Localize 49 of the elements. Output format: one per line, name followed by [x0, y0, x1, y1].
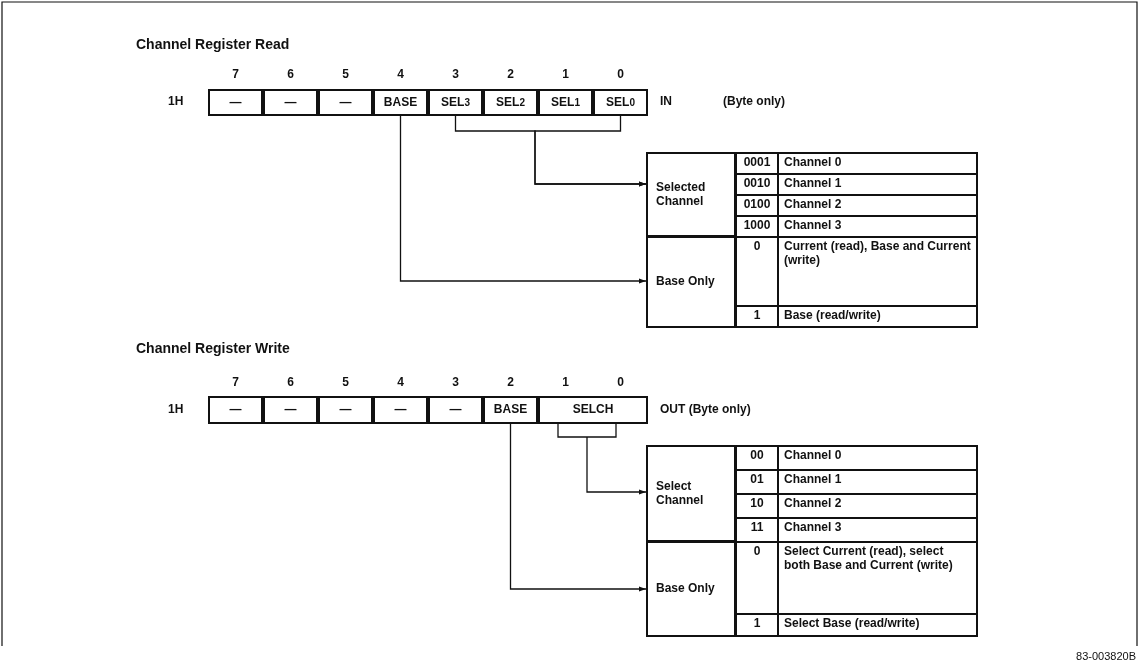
section-heading: Channel Register Read — [136, 36, 291, 54]
table-cell: Select Base (read/write) — [777, 613, 978, 637]
register-bit-field: SELCH — [538, 396, 648, 424]
bit-number: 7 — [231, 68, 240, 83]
register-bit-field: — — [208, 89, 263, 116]
bit-number: 4 — [396, 376, 405, 391]
bit-number: 3 — [451, 376, 460, 391]
register-bit-field: BASE — [373, 89, 428, 116]
connector-arrow — [399, 115, 647, 284]
bit-number: 3 — [451, 68, 460, 83]
table-cell: Channel 0 — [777, 152, 978, 175]
table-group-cell: Select Channel — [646, 445, 736, 542]
register-bit-field: — — [263, 89, 318, 116]
table-group-cell: Base Only — [646, 236, 736, 328]
register-address: 1H — [168, 403, 185, 418]
table-cell: Base (read/write) — [777, 305, 978, 328]
note: (Byte only) — [723, 95, 786, 110]
register-bit-field: BASE — [483, 396, 538, 424]
bit-number: 6 — [286, 376, 295, 391]
bit-number: 4 — [396, 68, 405, 83]
bit-number: 1 — [561, 376, 570, 391]
bit-number: 6 — [286, 68, 295, 83]
bit-number: 2 — [506, 376, 515, 391]
table-cell: 1 — [735, 305, 779, 328]
connector-arrow — [509, 423, 647, 592]
bit-number: 0 — [616, 376, 625, 391]
table-group-cell: Base Only — [646, 541, 736, 637]
table-group-cell: Selected Channel — [646, 152, 736, 237]
table-cell: 1 — [735, 613, 779, 637]
bit-number: 7 — [231, 376, 240, 391]
connector-arrow — [534, 115, 647, 187]
bit-number: 1 — [561, 68, 570, 83]
figure-number: 83-003820B — [1075, 650, 1136, 664]
register-address: 1H — [168, 95, 185, 110]
table-cell: Channel 0 — [777, 445, 978, 471]
register-bit-field: — — [428, 396, 483, 424]
register-bit-field: — — [318, 89, 373, 116]
register-bit-field: — — [208, 396, 263, 424]
register-bit-field: — — [263, 396, 318, 424]
direction-label: OUT (Byte only) — [660, 403, 752, 418]
bit-number: 0 — [616, 68, 625, 83]
section-heading: Channel Register Write — [136, 340, 291, 358]
bit-number: 2 — [506, 68, 515, 83]
bit-number: 5 — [341, 376, 350, 391]
register-bit-field: — — [373, 396, 428, 424]
direction-label: IN — [660, 95, 673, 110]
register-bit-field: — — [318, 396, 373, 424]
connector-arrow — [557, 423, 647, 495]
bit-number: 5 — [341, 68, 350, 83]
